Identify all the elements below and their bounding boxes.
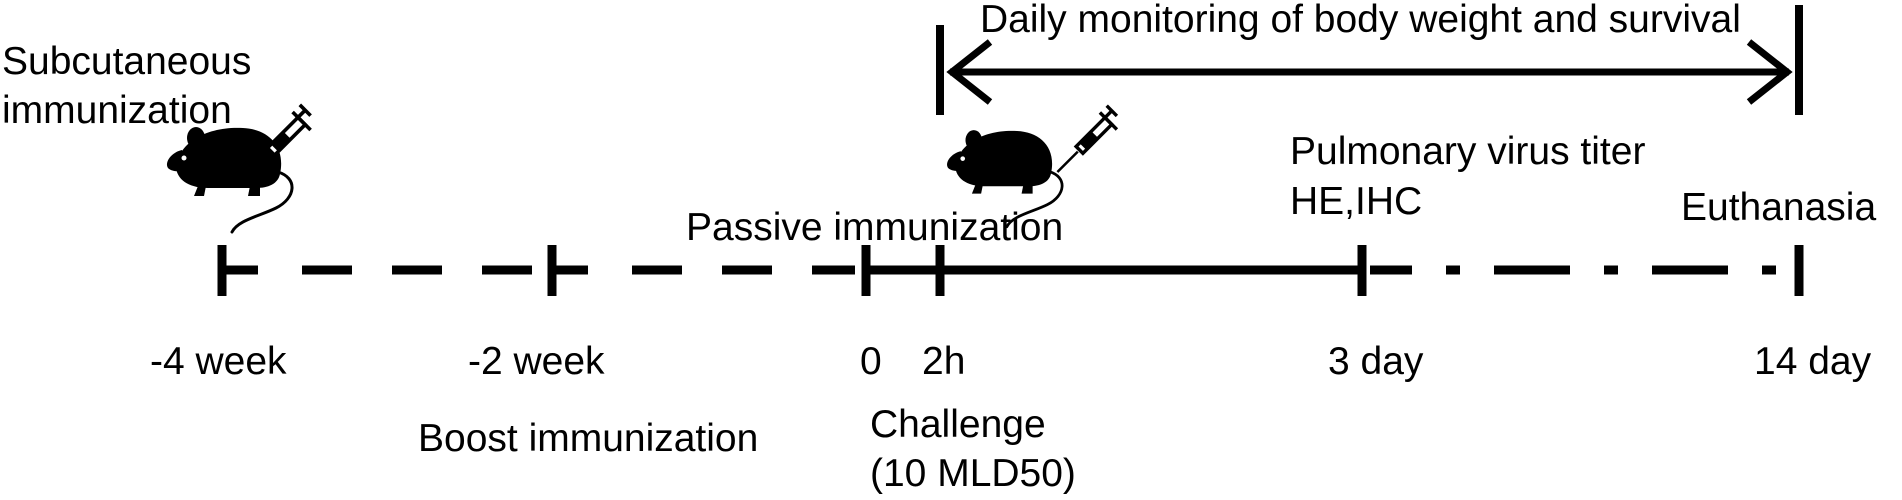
- timepoint-minus2week: -2 week: [468, 340, 605, 383]
- he-ihc-label: HE,IHC: [1290, 180, 1423, 223]
- syringe-icon: [1055, 103, 1119, 174]
- monitor-arrowhead-right: [1746, 39, 1793, 105]
- timepoint-day3: 3 day: [1328, 340, 1424, 383]
- pulmonary-titer-label: Pulmonary virus titer: [1290, 130, 1646, 173]
- passive-immunization-label: Passive immunization: [686, 206, 1064, 249]
- timepoint-minus4week: -4 week: [150, 340, 287, 383]
- euthanasia-label: Euthanasia: [1681, 186, 1877, 229]
- timepoint-day0: 0: [860, 340, 882, 383]
- boost-immunization-label: Boost immunization: [418, 417, 759, 460]
- challenge-label-line1: Challenge: [870, 403, 1046, 446]
- monitor-arrowhead-left: [946, 39, 993, 105]
- daily-monitoring-label: Daily monitoring of body weight and surv…: [980, 0, 1741, 41]
- subcutaneous-label-line1: Subcutaneous: [2, 40, 252, 83]
- subcutaneous-label-line2: immunization: [2, 89, 232, 132]
- timepoint-day14: 14 day: [1754, 340, 1872, 383]
- timepoint-2h: 2h: [922, 340, 966, 383]
- challenge-label-line2: (10 MLD50): [870, 452, 1076, 495]
